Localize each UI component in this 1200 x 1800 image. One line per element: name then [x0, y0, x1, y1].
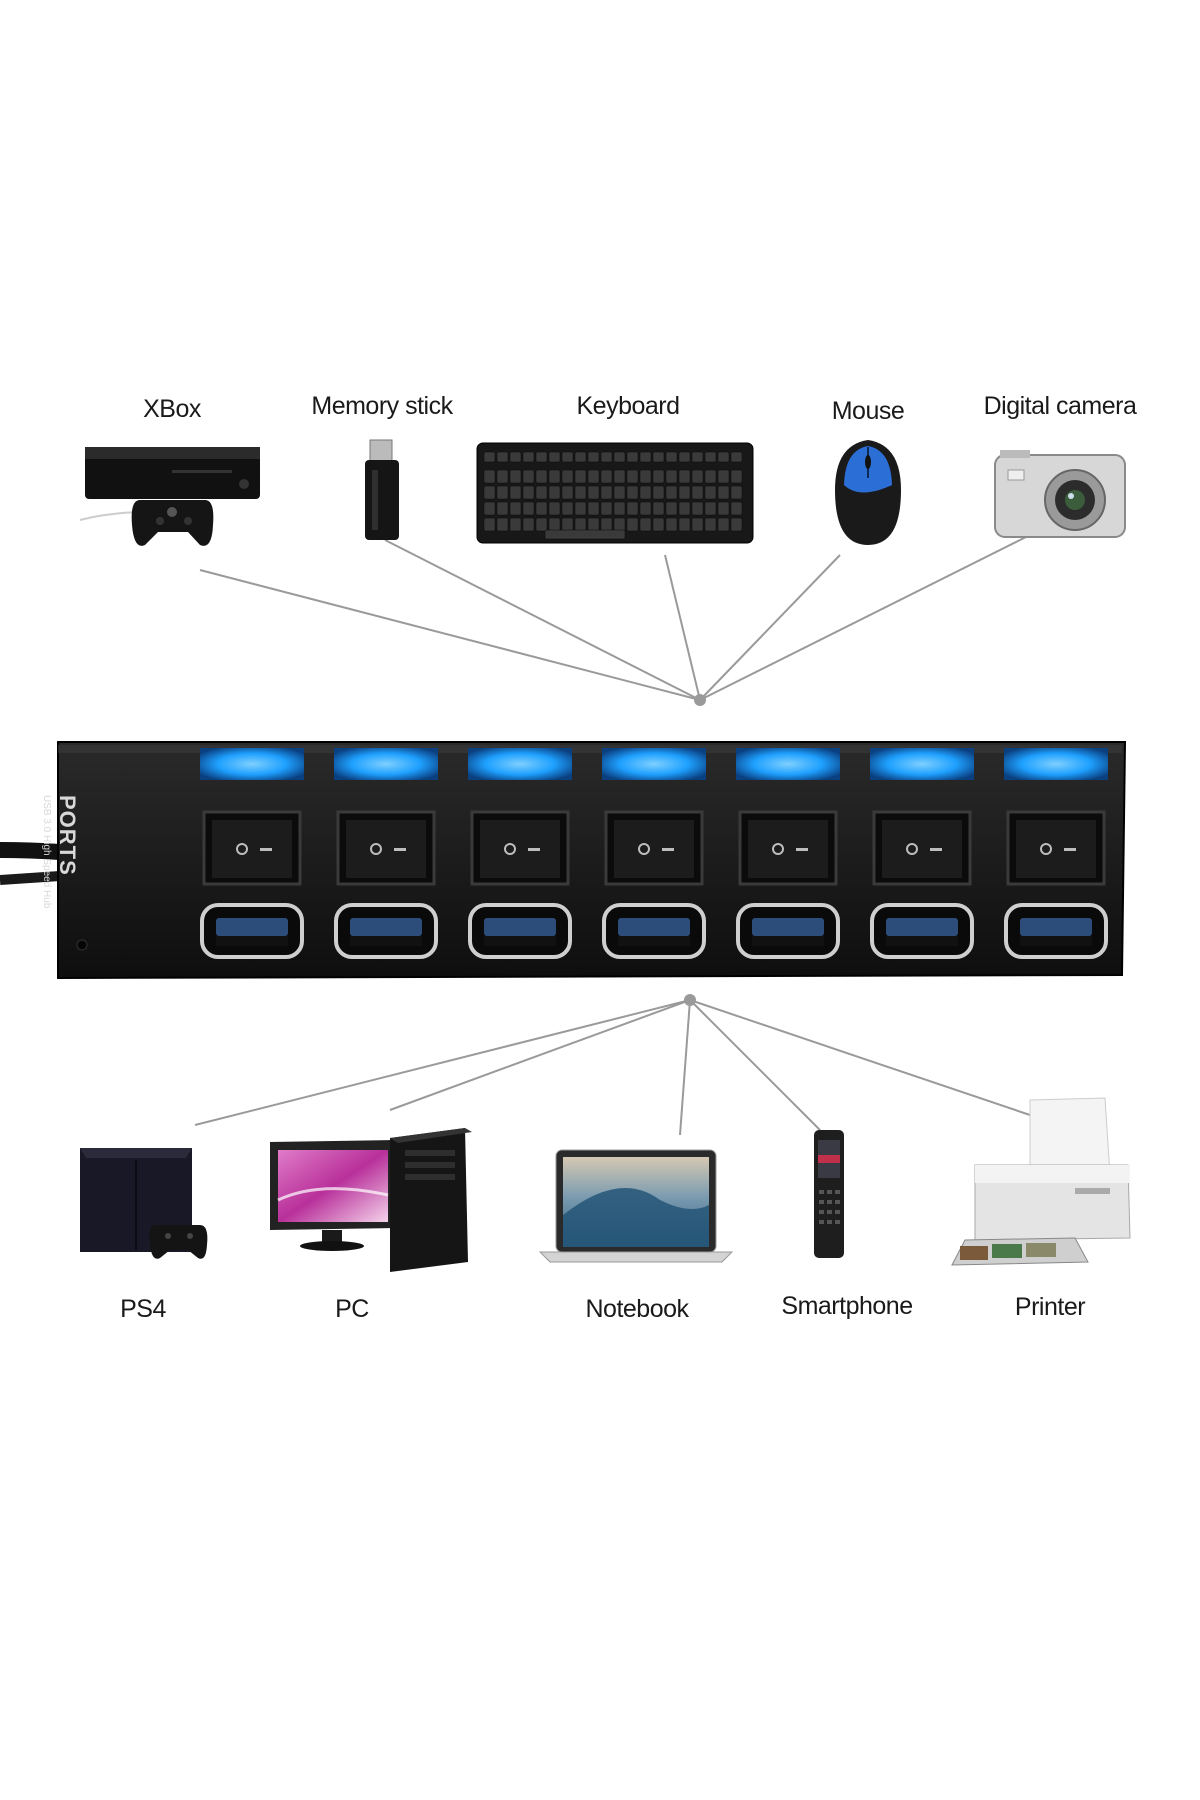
mouse-icon	[835, 440, 901, 545]
port-led-5	[736, 748, 840, 780]
usb-socket-5[interactable]	[736, 903, 840, 959]
label-memory-stick: Memory stick	[311, 392, 453, 420]
power-indicator-hole	[76, 939, 88, 951]
line-smartphone	[689, 999, 821, 1131]
connector-lines-top	[199, 529, 1041, 701]
line-xbox	[199, 569, 701, 701]
usb-socket-7[interactable]	[1004, 903, 1108, 959]
ps4-icon	[80, 1148, 208, 1259]
label-mouse: Mouse	[831, 397, 905, 425]
smartphone-icon	[814, 1130, 844, 1258]
port-switch-7[interactable]	[1006, 810, 1106, 886]
hub-brand-name: PORTS	[55, 795, 80, 876]
memory-stick-icon	[365, 439, 399, 540]
label-digital-camera: Digital camera	[983, 392, 1137, 420]
label-printer: Printer	[1014, 1293, 1086, 1321]
label-ps4: PS4	[120, 1295, 166, 1323]
label-pc: PC	[335, 1295, 369, 1323]
usb-socket-6[interactable]	[870, 903, 974, 959]
line-printer	[689, 999, 1031, 1116]
port-switch-4[interactable]	[604, 810, 704, 886]
notebook-icon	[538, 1149, 734, 1263]
label-notebook: Notebook	[585, 1295, 689, 1323]
usb-socket-3[interactable]	[468, 903, 572, 959]
pc-icon	[270, 1128, 472, 1272]
printer-icon	[951, 1097, 1131, 1266]
line-pc	[389, 999, 691, 1111]
usb-cable	[0, 842, 61, 860]
port-led-6	[870, 748, 974, 780]
xbox-icon	[79, 447, 260, 546]
hub-brand: PORTS USB 3.0 High Speed Hub	[20, 795, 80, 965]
hub-port-1	[200, 748, 304, 959]
line-ps4	[194, 999, 691, 1126]
usb-hub	[0, 741, 1127, 980]
digital-camera-icon	[994, 450, 1126, 538]
label-keyboard: Keyboard	[576, 392, 680, 420]
port-switch-2[interactable]	[336, 810, 436, 886]
hub-port-2	[334, 748, 438, 959]
line-notebook	[679, 999, 691, 1136]
port-led-4	[602, 748, 706, 780]
port-led-7	[1004, 748, 1108, 780]
hub-port-5	[736, 748, 840, 959]
hub-port-4	[602, 748, 706, 959]
usb-socket-1[interactable]	[200, 903, 304, 959]
connector-lines-bottom	[194, 999, 1031, 1136]
port-switch-5[interactable]	[738, 810, 838, 886]
hub-port-3	[468, 748, 572, 959]
hub-subtitle: USB 3.0 High Speed Hub	[41, 795, 52, 909]
port-switch-3[interactable]	[470, 810, 570, 886]
port-switch-1[interactable]	[202, 810, 302, 886]
hub-ports	[200, 748, 1108, 959]
line-mouse	[699, 554, 841, 701]
hub-port-6	[870, 748, 974, 959]
port-led-3	[468, 748, 572, 780]
hub-port-7	[1004, 748, 1108, 959]
line-camera	[699, 529, 1041, 701]
junction-dot-bottom	[684, 994, 696, 1006]
label-smartphone: Smartphone	[781, 1292, 913, 1320]
keyboard-icon	[476, 442, 754, 544]
usb-socket-2[interactable]	[334, 903, 438, 959]
label-xbox: XBox	[143, 395, 201, 423]
hub-body	[57, 741, 1127, 980]
port-led-2	[334, 748, 438, 780]
usb-socket-4[interactable]	[602, 903, 706, 959]
port-switch-6[interactable]	[872, 810, 972, 886]
junction-dot-top	[694, 694, 706, 706]
line-keyboard	[664, 554, 701, 701]
port-led-1	[200, 748, 304, 780]
line-memory-stick	[384, 539, 701, 701]
